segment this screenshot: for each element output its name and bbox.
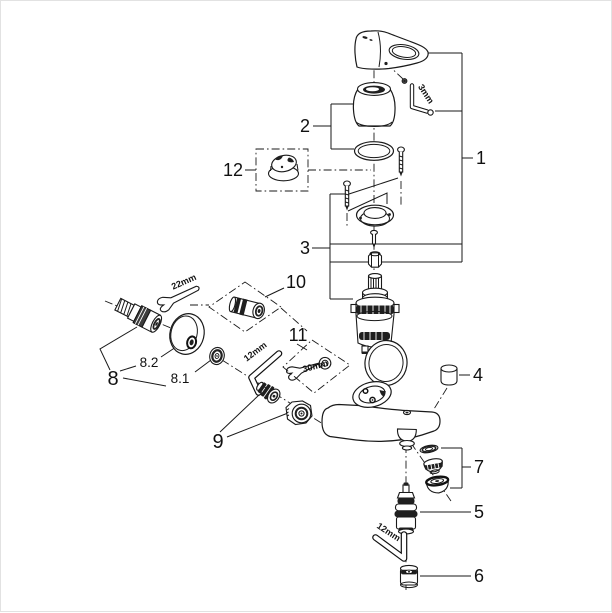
escutcheon	[169, 313, 205, 355]
part-label-12: 12	[223, 160, 243, 180]
hex-key-12mm-bottom-icon	[372, 531, 408, 562]
aerator-washer	[419, 444, 439, 454]
washer	[209, 346, 225, 366]
diverter-cartridge	[394, 482, 418, 535]
part-label-8-1: 8.1	[171, 371, 190, 386]
part-label-11: 11	[289, 325, 308, 345]
part-labels: 1 2 3 4 5 6 7 8 8.1 8.2 9 10 11 12	[107, 116, 486, 586]
service-kit-boxes	[208, 148, 351, 394]
mixer-body	[321, 339, 441, 451]
part-label-8-2: 8.2	[140, 355, 159, 370]
hex-key-12mm-inlet-label: 12mm	[242, 340, 269, 364]
part-label-8: 8	[107, 368, 118, 390]
fixing-screw-left	[343, 180, 351, 211]
s-union	[114, 297, 163, 333]
wrench-22mm-icon	[156, 285, 200, 313]
part-label-5: 5	[474, 502, 484, 522]
union-nut	[285, 400, 313, 426]
aerator-housing	[425, 475, 450, 494]
part-label-6: 6	[474, 566, 484, 586]
handle-fixing-screw	[401, 78, 408, 84]
handle-cap	[352, 82, 396, 127]
bottom-bushing	[399, 564, 419, 589]
fixing-screw-right	[397, 146, 405, 177]
part-label-10: 10	[286, 272, 306, 292]
o-ring	[353, 141, 395, 161]
cartridge-screw	[370, 229, 378, 249]
lever-handle	[354, 30, 429, 70]
cartridge-nut	[367, 251, 383, 268]
part-label-1: 1	[476, 148, 486, 168]
cartridge-cap	[267, 154, 300, 182]
inlet-filter-insert	[256, 381, 281, 404]
part-label-7: 7	[474, 457, 484, 477]
aerator-insert	[423, 458, 443, 475]
hex-key-12mm-inlet-icon	[248, 350, 283, 396]
cartridge-flange-ring	[355, 204, 395, 227]
leader-lines	[99, 52, 473, 577]
part-label-3: 3	[300, 238, 310, 258]
part-label-4: 4	[473, 365, 483, 385]
hex-key-3mm-label: 3mm	[416, 82, 436, 105]
plug-part4	[440, 364, 458, 386]
hex-key-3mm-icon	[409, 83, 434, 116]
wrench-30mm-label: 30mm	[301, 358, 329, 374]
part-label-9: 9	[212, 431, 223, 453]
wrench-30mm-icon	[286, 356, 332, 381]
part-label-2: 2	[300, 116, 310, 136]
check-valve	[228, 296, 265, 320]
